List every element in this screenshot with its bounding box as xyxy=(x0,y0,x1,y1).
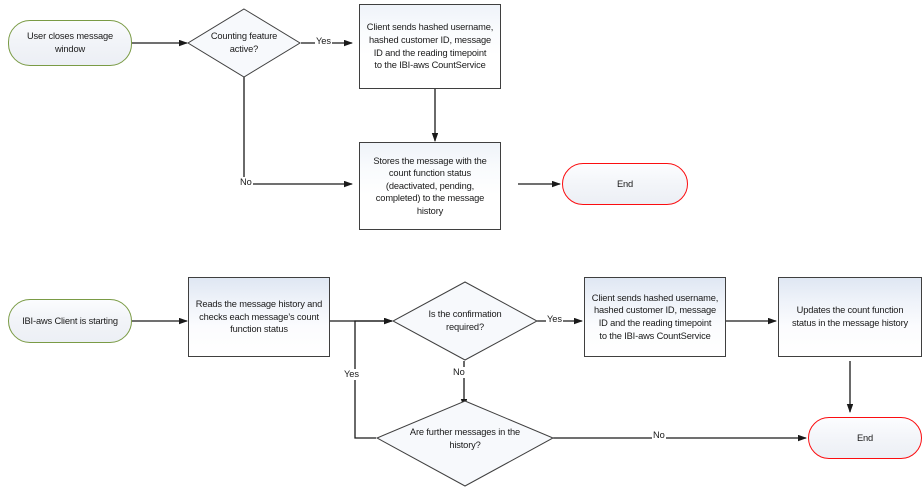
node-label: End xyxy=(616,178,634,189)
edge-label-bottom-yes-more: Yes xyxy=(343,369,360,380)
edge-label-top-yes: Yes xyxy=(315,36,332,47)
edge-decision-no-to-store xyxy=(243,73,353,188)
diamond-shape xyxy=(376,400,554,487)
node-label: Is the confirmation required? xyxy=(428,309,502,332)
decision-counting-feature-active[interactable]: Counting feature active? xyxy=(187,8,301,78)
node-label: Are further messages in the history? xyxy=(409,427,521,450)
process-reads-message-history[interactable]: Reads the message history and checks eac… xyxy=(188,277,330,357)
node-label: Counting feature active? xyxy=(210,31,278,54)
process-stores-message-with-count-status[interactable]: Stores the message with the count functi… xyxy=(359,142,501,230)
edge-label-bottom-no-more: No xyxy=(652,430,666,441)
node-label: IBI-aws Client is starting xyxy=(22,315,118,326)
process-updates-count-function-status[interactable]: Updates the count function status in the… xyxy=(778,277,922,357)
node-label: End xyxy=(856,432,874,443)
node-label: Updates the count function status in the… xyxy=(791,305,909,328)
end-terminator-top[interactable]: End xyxy=(562,163,688,205)
process-client-sends-hashed-data-bottom[interactable]: Client sends hashed username, hashed cus… xyxy=(584,277,726,357)
start-terminator-ibi-aws-client-is-starting[interactable]: IBI-aws Client is starting xyxy=(8,299,132,343)
process-client-sends-hashed-data-top[interactable]: Client sends hashed username, hashed cus… xyxy=(359,4,501,89)
end-terminator-bottom[interactable]: End xyxy=(808,417,922,459)
diamond-shape xyxy=(392,281,538,361)
node-label: User closes message window xyxy=(26,31,114,54)
edge-label-bottom-no-confirm: No xyxy=(452,367,466,378)
start-terminator-user-closes-message-window[interactable]: User closes message window xyxy=(8,20,132,66)
node-label: Client sends hashed username, hashed cus… xyxy=(591,292,719,341)
node-label: Reads the message history and checks eac… xyxy=(195,299,323,335)
decision-are-further-messages-in-history[interactable]: Are further messages in the history? xyxy=(376,400,554,487)
diamond-shape xyxy=(187,8,301,78)
decision-is-confirmation-required[interactable]: Is the confirmation required? xyxy=(392,281,538,361)
node-label: Stores the message with the count functi… xyxy=(373,155,487,216)
edge-label-top-no: No xyxy=(239,177,253,188)
node-label: Client sends hashed username, hashed cus… xyxy=(366,22,494,71)
edge-label-bottom-yes-confirm: Yes xyxy=(546,314,563,325)
